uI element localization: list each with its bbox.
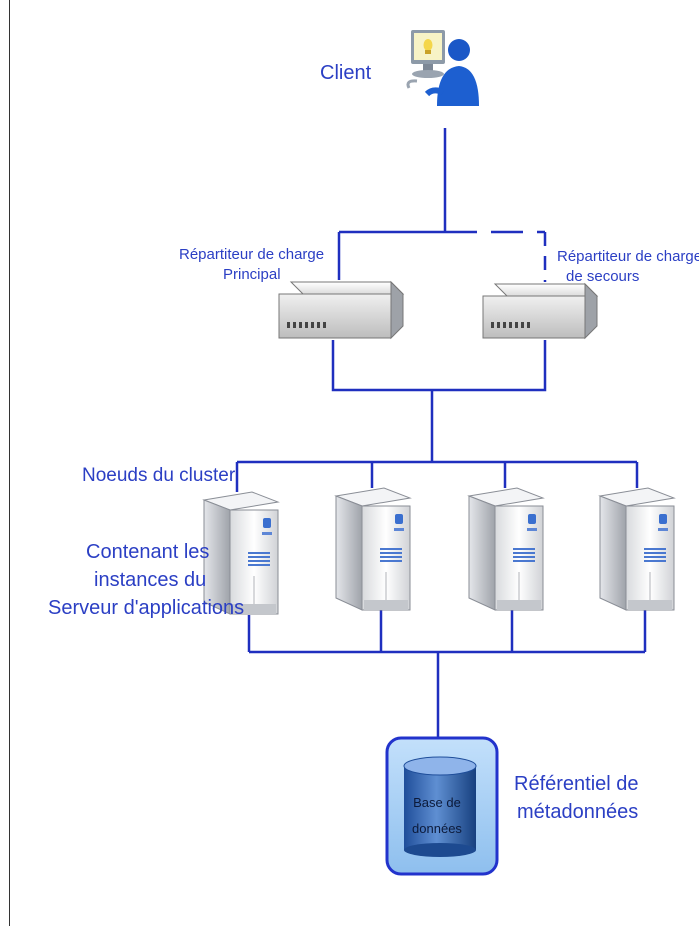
server-tower-icon (598, 487, 676, 611)
db-label-line2: données (412, 821, 462, 836)
lb-backup-label-line1: Répartiteur de charge (557, 248, 699, 265)
lb-primary-label-line1: Répartiteur de charge (179, 246, 325, 263)
lb-primary-label-line2: Principal (223, 266, 281, 283)
database-cylinder-icon (403, 756, 477, 857)
load-balancer-backup-icon (482, 282, 599, 340)
client-label: Client (320, 62, 372, 84)
repository-label-line1: Référentiel de (514, 773, 639, 795)
server-tower-icon (467, 487, 545, 611)
contains-label-line2: instances du (94, 569, 207, 591)
lb-backup-label-line2: de secours (566, 268, 640, 285)
client-user-icon (406, 30, 479, 106)
repository-label-line2: métadonnées (517, 801, 639, 823)
lb-bottom-bracket (331, 340, 547, 392)
load-balancer-primary-icon (278, 280, 405, 340)
server-tower-icon (334, 487, 412, 611)
contains-label-line3: Serveur d'applications (48, 597, 245, 619)
contains-label-line1: Contenant les (86, 541, 210, 563)
connection-lines (235, 128, 647, 738)
db-label-line1: Base de (413, 795, 461, 810)
cluster-nodes-label: Noeuds du cluster (82, 465, 236, 486)
left-border (9, 0, 10, 926)
server-tower-icon (202, 491, 280, 615)
